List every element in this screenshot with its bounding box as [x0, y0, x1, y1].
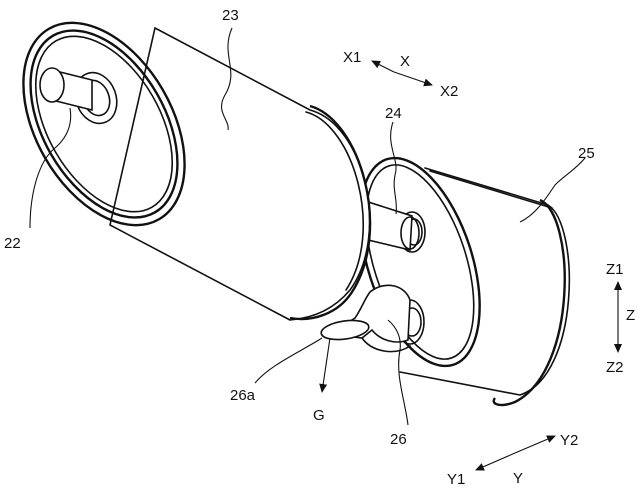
- leader-26a: [254, 337, 323, 384]
- muffler-25-front-cap: [359, 156, 481, 368]
- inlet-pipe-22-opening: [39, 67, 65, 103]
- ref-label-26: 26: [390, 431, 407, 448]
- tail-pipe-26a-outlet: [320, 319, 370, 341]
- axis-label-y1: Y1: [447, 471, 465, 488]
- axis-label-x1: X1: [343, 49, 361, 66]
- axis-label-z1: Z1: [606, 261, 624, 278]
- flow-arrow-g: [319, 337, 331, 393]
- flow-label-g: G: [313, 407, 325, 424]
- ref-label-24: 24: [385, 105, 402, 122]
- muffler-25: [359, 156, 571, 407]
- y-axis-arrow: [475, 452, 516, 471]
- axis-label-x: X: [400, 53, 410, 70]
- leader-26: [387, 319, 409, 426]
- leader-25: [519, 157, 586, 223]
- muffler-23-rear-rim: [289, 104, 372, 321]
- ref-label-23: 23: [222, 7, 239, 24]
- axis-label-z: Z: [626, 307, 635, 324]
- leader-23: [220, 27, 233, 131]
- ref-label-22: 22: [4, 235, 21, 252]
- x-axis-arrow: [371, 60, 395, 73]
- axis-label-z2: Z2: [606, 359, 624, 376]
- inlet-pipe-22: [39, 67, 93, 112]
- leader-22: [29, 107, 72, 229]
- leader-24: [390, 121, 397, 215]
- ref-label-26a: 26a: [230, 387, 256, 404]
- axis-label-y: Y: [513, 470, 523, 487]
- muffler-23-front-cap: [22, 21, 186, 227]
- ref-label-25: 25: [578, 145, 595, 162]
- tail-pipe-26: [320, 284, 411, 353]
- muffler-25-end-rim: [492, 198, 566, 407]
- axis-label-x2: X2: [440, 83, 458, 100]
- axis-label-y2: Y2: [560, 432, 578, 449]
- muffler-23: [22, 21, 372, 321]
- muffler-23-body: [109, 26, 371, 321]
